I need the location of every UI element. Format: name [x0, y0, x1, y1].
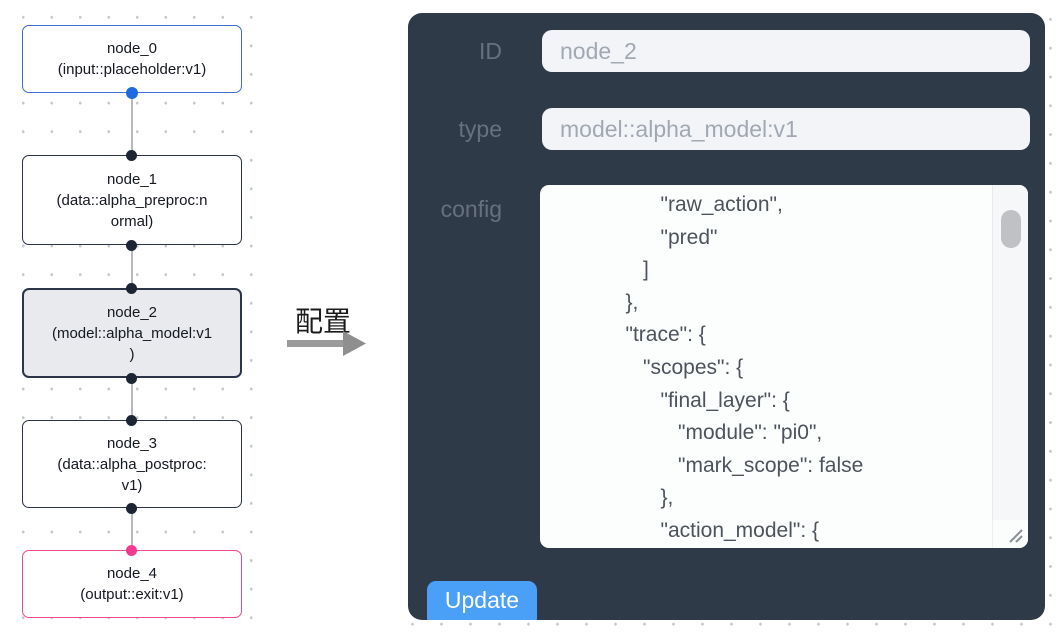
config-line: "action_model": {	[608, 518, 820, 542]
node-title: node_4	[106, 565, 158, 582]
flow-node-node_3[interactable]: node_3 (data::alpha_postproc: v1)	[22, 420, 242, 508]
node-type-line: (data::alpha_postproc:	[57, 455, 207, 473]
node-type-line: (output::exit:v1)	[80, 586, 184, 603]
node-title: node_2	[106, 303, 158, 321]
port-node_3-input[interactable]	[126, 415, 137, 426]
config-json-text: "raw_action", "pred" ] }, "trace": { "sc…	[540, 189, 992, 548]
right-arrow-icon	[287, 331, 366, 356]
transition-label: 配置	[294, 306, 351, 337]
node-type-line: ormal)	[110, 212, 154, 230]
type-field-label: type	[458, 116, 502, 142]
config-line: "final_layer": {	[608, 388, 790, 412]
config-scrollbar-thumb[interactable]	[1001, 210, 1021, 248]
node-type-line: v1)	[121, 476, 143, 494]
update-button[interactable]: Update	[427, 581, 537, 620]
panel-backdrop: ID type config "raw_action", "pred" ] },…	[390, 0, 1062, 643]
flow-node-node_0[interactable]: node_0 (input::placeholder:v1)	[22, 25, 242, 93]
port-node_1-input[interactable]	[126, 150, 137, 161]
type-input[interactable]	[542, 108, 1030, 150]
config-line: "mark_scope": false	[608, 453, 864, 477]
config-line: "scopes": {	[608, 355, 744, 379]
port-node_4-input[interactable]	[126, 545, 137, 556]
edge-node_3-node_4	[131, 508, 133, 547]
port-node_2-output[interactable]	[126, 373, 137, 384]
config-line: },	[608, 290, 639, 314]
textarea-resize-handle[interactable]	[992, 520, 1028, 548]
edge-node_0-node_1	[131, 93, 133, 156]
port-node_1-output[interactable]	[126, 240, 137, 251]
port-node_2-input[interactable]	[126, 283, 137, 294]
id-input[interactable]	[542, 30, 1030, 72]
id-field-label: ID	[479, 38, 502, 64]
node-type-line: (model::alpha_model:v1	[51, 324, 213, 342]
flow-canvas[interactable]: node_0 (input::placeholder:v1) node_1 (d…	[0, 0, 268, 643]
port-node_0-output[interactable]	[126, 87, 138, 99]
config-line: "trace": {	[608, 323, 706, 347]
node-type-line: (data::alpha_preproc:n	[56, 191, 208, 209]
config-scrollbar-track[interactable]	[992, 185, 1028, 520]
config-json-editor[interactable]: "raw_action", "pred" ] }, "trace": { "sc…	[540, 185, 1028, 548]
node-type-line: (input::placeholder:v1)	[57, 61, 207, 78]
edge-node_1-node_2	[131, 245, 133, 289]
flow-node-node_2[interactable]: node_2 (model::alpha_model:v1 )	[22, 288, 242, 378]
config-line: },	[608, 486, 674, 510]
config-line: "raw_action",	[608, 193, 783, 216]
port-node_3-output[interactable]	[126, 503, 137, 514]
config-line: "pred"	[608, 225, 718, 249]
node-type-line: )	[129, 345, 135, 363]
node-config-panel: ID type config "raw_action", "pred" ] },…	[408, 13, 1045, 620]
node-title: node_0	[106, 40, 158, 57]
node-title: node_1	[106, 170, 158, 188]
flow-node-node_1[interactable]: node_1 (data::alpha_preproc:n ormal)	[22, 155, 242, 245]
flow-node-node_4[interactable]: node_4 (output::exit:v1)	[22, 550, 242, 618]
edge-node_2-node_3	[131, 378, 133, 421]
resize-grip-icon	[1009, 529, 1023, 543]
config-field-label: config	[440, 196, 502, 222]
node-title: node_3	[106, 434, 158, 452]
config-line: "module": "pi0",	[608, 421, 823, 445]
config-line: ]	[608, 258, 649, 282]
